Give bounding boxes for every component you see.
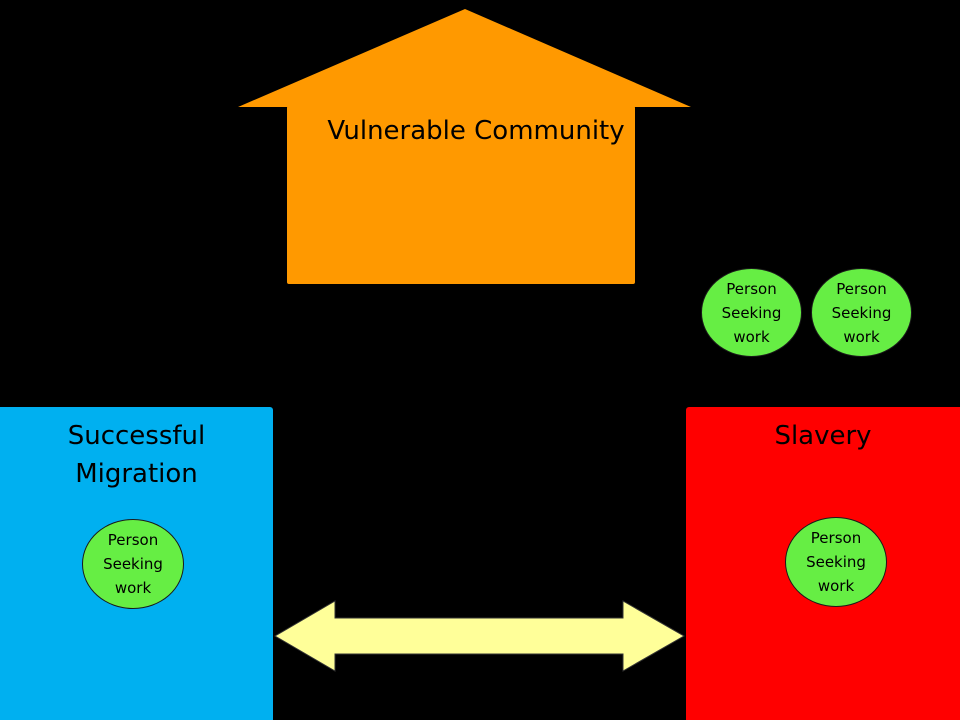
house-roof-shape xyxy=(238,9,691,107)
double-headed-arrow-shape xyxy=(274,600,686,672)
house-roof-icon xyxy=(238,9,691,107)
person-seeking-work-node: Person Seeking work xyxy=(785,517,887,607)
vulnerable-community-house: Vulnerable Community Person Seeking work… xyxy=(287,106,912,357)
slavery-block: Slavery xyxy=(686,407,960,720)
person-seeking-work-node: Person Seeking work xyxy=(811,268,912,357)
slavery-title: Slavery xyxy=(774,421,872,451)
vulnerable-community-title: Vulnerable Community xyxy=(327,116,625,146)
person-seeking-work-node: Person Seeking work xyxy=(701,268,802,357)
double-headed-arrow-icon xyxy=(274,600,686,672)
person-seeking-work-node: Person Seeking work xyxy=(82,519,184,609)
successful-migration-title: Successful Migration xyxy=(67,421,206,489)
